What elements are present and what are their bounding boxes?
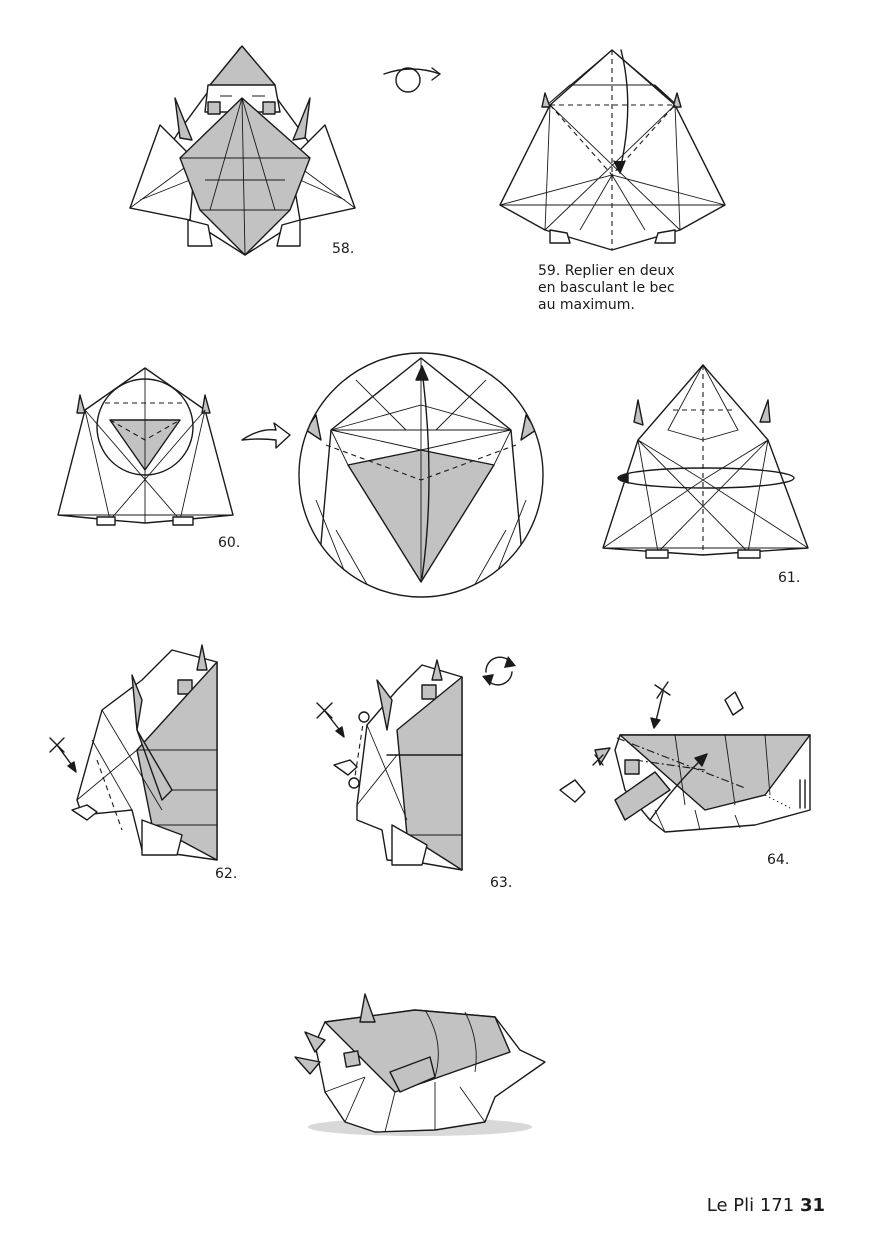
step-61-label: 61. <box>778 570 801 586</box>
page-footer: Le Pli 171 31 <box>707 1195 825 1216</box>
diagram-final-model <box>285 982 550 1142</box>
step-59-instruction: 59. Replier en deux en basculant le bec … <box>538 263 675 313</box>
diagram-step-63 <box>312 655 477 875</box>
enlarge-arrow-icon <box>240 420 294 456</box>
diagram-step-59 <box>495 45 730 251</box>
diagram-step-64 <box>555 680 811 845</box>
step-63-label: 63. <box>490 875 513 891</box>
step-60-label: 60. <box>218 535 241 551</box>
diagram-step-58 <box>120 40 370 260</box>
diagram-step-61 <box>598 360 813 560</box>
turn-over-icon <box>382 62 446 98</box>
diagram-step-60 <box>55 365 240 530</box>
page-number: 31 <box>799 1195 825 1216</box>
diagram-step-62 <box>42 640 232 870</box>
magazine-name: Le Pli 171 <box>706 1195 795 1216</box>
diagram-step-60-detail <box>296 350 546 600</box>
step-62-label: 62. <box>215 866 238 882</box>
step-58-label: 58. <box>332 241 355 257</box>
rotate-icon <box>478 650 520 692</box>
step-64-label: 64. <box>767 852 790 868</box>
